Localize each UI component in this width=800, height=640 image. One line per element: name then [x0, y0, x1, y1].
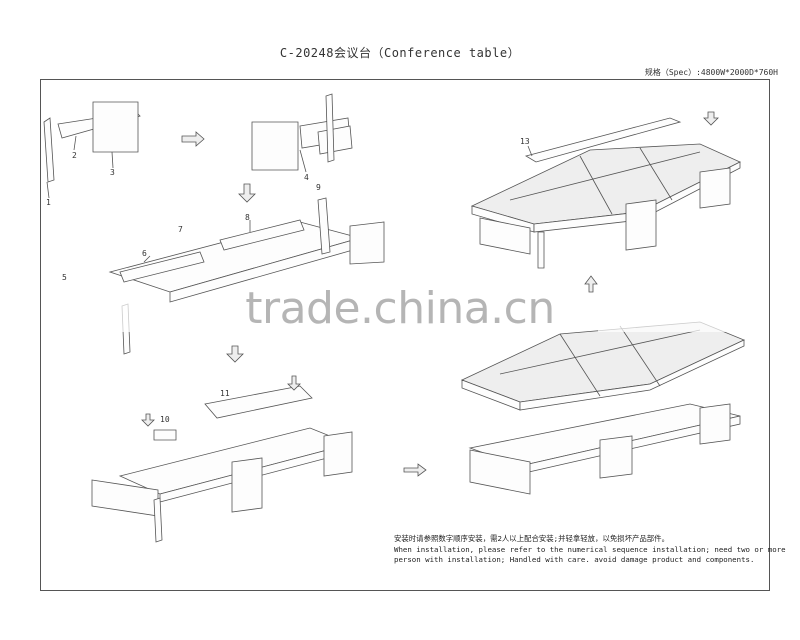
note-line-english-1: When installation, please refer to the n… [394, 544, 786, 554]
step-2-assembly: 4 [251, 93, 353, 182]
spec-label: 规格（Spec）:4800W*2000D*760H [644, 68, 778, 77]
part-1-side-panel [43, 117, 55, 183]
page-title: C-20248会议台（Conference table） [279, 46, 521, 60]
drawing-frame [40, 79, 770, 591]
part-13-strip [524, 117, 682, 163]
installation-note: 安装时请参照数字顺序安装，需2人以上配合安装;并轻拿轻放，以免损坏产品部件。 W… [394, 534, 786, 566]
part-number-6: 6 [142, 249, 147, 258]
part-number-9: 9 [316, 183, 321, 192]
part-number-1: 1 [46, 198, 51, 207]
part-10-connector [153, 429, 177, 441]
watermark: trade.china.cn [245, 283, 555, 334]
step-1-parts: 1 2 3 [43, 101, 141, 207]
part-number-7: 7 [178, 225, 183, 234]
arrow-down-icon [238, 183, 256, 203]
arrow-down-icon [703, 111, 719, 126]
part-number-5: 5 [62, 273, 67, 282]
note-line-chinese: 安装时请参照数字顺序安装，需2人以上配合安装;并轻拿轻放，以免损坏产品部件。 [394, 534, 669, 543]
part-number-13: 13 [520, 137, 530, 146]
step-3-frame: 5 6 7 8 9 [62, 183, 385, 355]
step-5-glass-top [460, 321, 745, 411]
arrow-up-icon [584, 275, 598, 293]
part-number-10: 10 [160, 415, 170, 424]
arrow-down-icon [226, 345, 244, 363]
watermark-band [598, 290, 748, 332]
arrow-down-icon [141, 375, 301, 427]
arrow-right-icon [403, 463, 427, 477]
part-number-4: 4 [304, 173, 309, 182]
note-line-english-2: person with installation; Handled with c… [394, 555, 755, 564]
part-number-11: 11 [220, 389, 230, 398]
part-number-2: 2 [72, 151, 77, 160]
part-11-top-panel [204, 385, 313, 419]
step-4-base: 11 10 [91, 385, 353, 543]
part-3-board [92, 101, 139, 153]
part-number-3: 3 [110, 168, 115, 177]
watermark-band [52, 290, 142, 332]
arrow-right-icon [181, 131, 205, 147]
step-6-final: 13 [470, 117, 741, 269]
step-5-base [468, 403, 741, 495]
part-number-8: 8 [245, 213, 250, 222]
